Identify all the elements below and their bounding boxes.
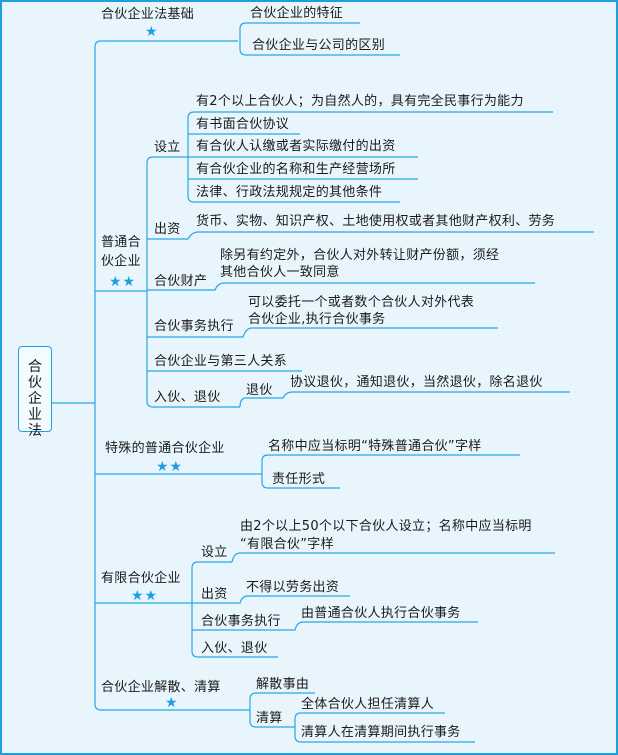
leaf-node: 货币、实物、知识产权、土地使用权或者其他财产权利、劳务 bbox=[196, 214, 556, 229]
star-rating: ★★ bbox=[109, 274, 137, 290]
node-setup: 设立 bbox=[154, 140, 181, 155]
leaf-node: 责任形式 bbox=[272, 472, 326, 487]
leaf-node: 合伙企业,执行合伙事务 bbox=[248, 312, 386, 327]
leaf-node: 清算人在清算期间执行事务 bbox=[301, 725, 461, 740]
node-liquidation: 清算 bbox=[256, 711, 283, 726]
node-setup: 设立 bbox=[201, 545, 228, 560]
node-general-partnership: 普通合 bbox=[101, 235, 141, 250]
leaf-node: 除另有约定外，合伙人对外转让财产份额，须经 bbox=[220, 248, 500, 263]
star-rating: ★★ bbox=[156, 459, 184, 475]
leaf-node: 可以委托一个或者数个合伙人对外代表 bbox=[248, 295, 475, 310]
node-limited-partnership: 有限合伙企业 bbox=[101, 571, 181, 586]
node-property: 合伙财产 bbox=[154, 274, 208, 289]
node-dissolution: 合伙企业解散、清算 bbox=[101, 680, 221, 695]
leaf-node: 全体合伙人担任清算人 bbox=[301, 697, 435, 712]
node-capital: 出资 bbox=[154, 222, 181, 237]
node-basics: 合伙企业法基础 bbox=[101, 7, 195, 22]
leaf-node: 法律、行政法规规定的其他条件 bbox=[196, 185, 383, 200]
node-affairs: 合伙事务执行 bbox=[201, 614, 281, 629]
node-capital: 出资 bbox=[201, 587, 228, 602]
leaf-node: 名称中应当标明“特殊普通合伙”字样 bbox=[268, 439, 482, 454]
root-node: 合伙企业法 bbox=[18, 346, 52, 439]
star-rating: ★ bbox=[145, 24, 159, 40]
leaf-node: 合伙企业的特征 bbox=[250, 6, 344, 21]
star-rating: ★★ bbox=[131, 588, 159, 604]
node-third-party: 合伙企业与第三人关系 bbox=[154, 354, 288, 369]
leaf-node: 有书面合伙协议 bbox=[196, 117, 290, 132]
node-exit: 退伙 bbox=[246, 383, 273, 398]
node-join-exit: 入伙、退伙 bbox=[154, 390, 221, 405]
leaf-node: 解散事由 bbox=[256, 677, 310, 692]
leaf-node: 由2个以上50个以下合伙人设立；名称中应当标明 bbox=[240, 519, 532, 534]
node-general-partnership-line2: 伙企业 bbox=[101, 254, 141, 269]
leaf-node: 有合伙人认缴或者实际缴付的出资 bbox=[196, 139, 396, 154]
leaf-node: 有合伙企业的名称和生产经营场所 bbox=[196, 162, 396, 177]
leaf-node: 有2个以上合伙人；为自然人的，具有完全民事行为能力 bbox=[196, 94, 524, 109]
leaf-node: 由普通合伙人执行合伙事务 bbox=[301, 606, 461, 621]
node-affairs: 合伙事务执行 bbox=[154, 319, 234, 334]
node-join-exit: 入伙、退伙 bbox=[201, 641, 268, 656]
leaf-node: 合伙企业与公司的区别 bbox=[252, 38, 386, 53]
leaf-node: 不得以劳务出资 bbox=[246, 580, 340, 595]
star-rating: ★ bbox=[165, 695, 179, 711]
node-special-partnership: 特殊的普通合伙企业 bbox=[105, 441, 225, 456]
leaf-node: 协议退伙，通知退伙，当然退伙，除名退伙 bbox=[290, 375, 543, 390]
root-label: 合伙企业法 bbox=[28, 359, 42, 439]
leaf-node: 其他合伙人一致同意 bbox=[220, 265, 340, 280]
leaf-node: “有限合伙”字样 bbox=[240, 537, 334, 552]
